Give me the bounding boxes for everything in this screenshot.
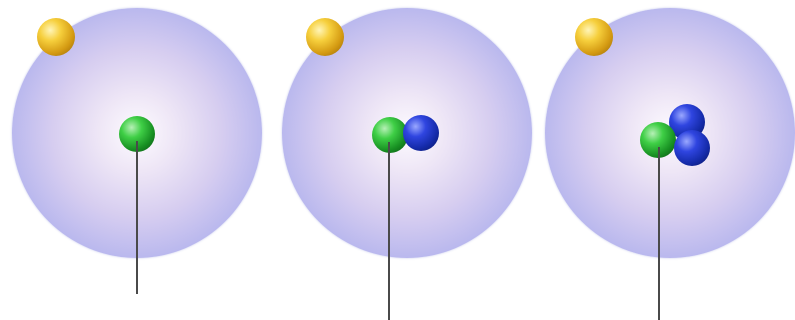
nucleus-pointer-line [658, 147, 660, 320]
electron [37, 18, 75, 56]
atom-one-proton-one-neutron [282, 8, 532, 258]
atom-one-proton-two-neutrons [545, 8, 795, 258]
nucleus-pointer-line [136, 141, 138, 294]
nucleus-pointer-line [388, 142, 390, 320]
neutron [403, 115, 439, 151]
electron [306, 18, 344, 56]
electron [575, 18, 613, 56]
neutron [674, 130, 710, 166]
